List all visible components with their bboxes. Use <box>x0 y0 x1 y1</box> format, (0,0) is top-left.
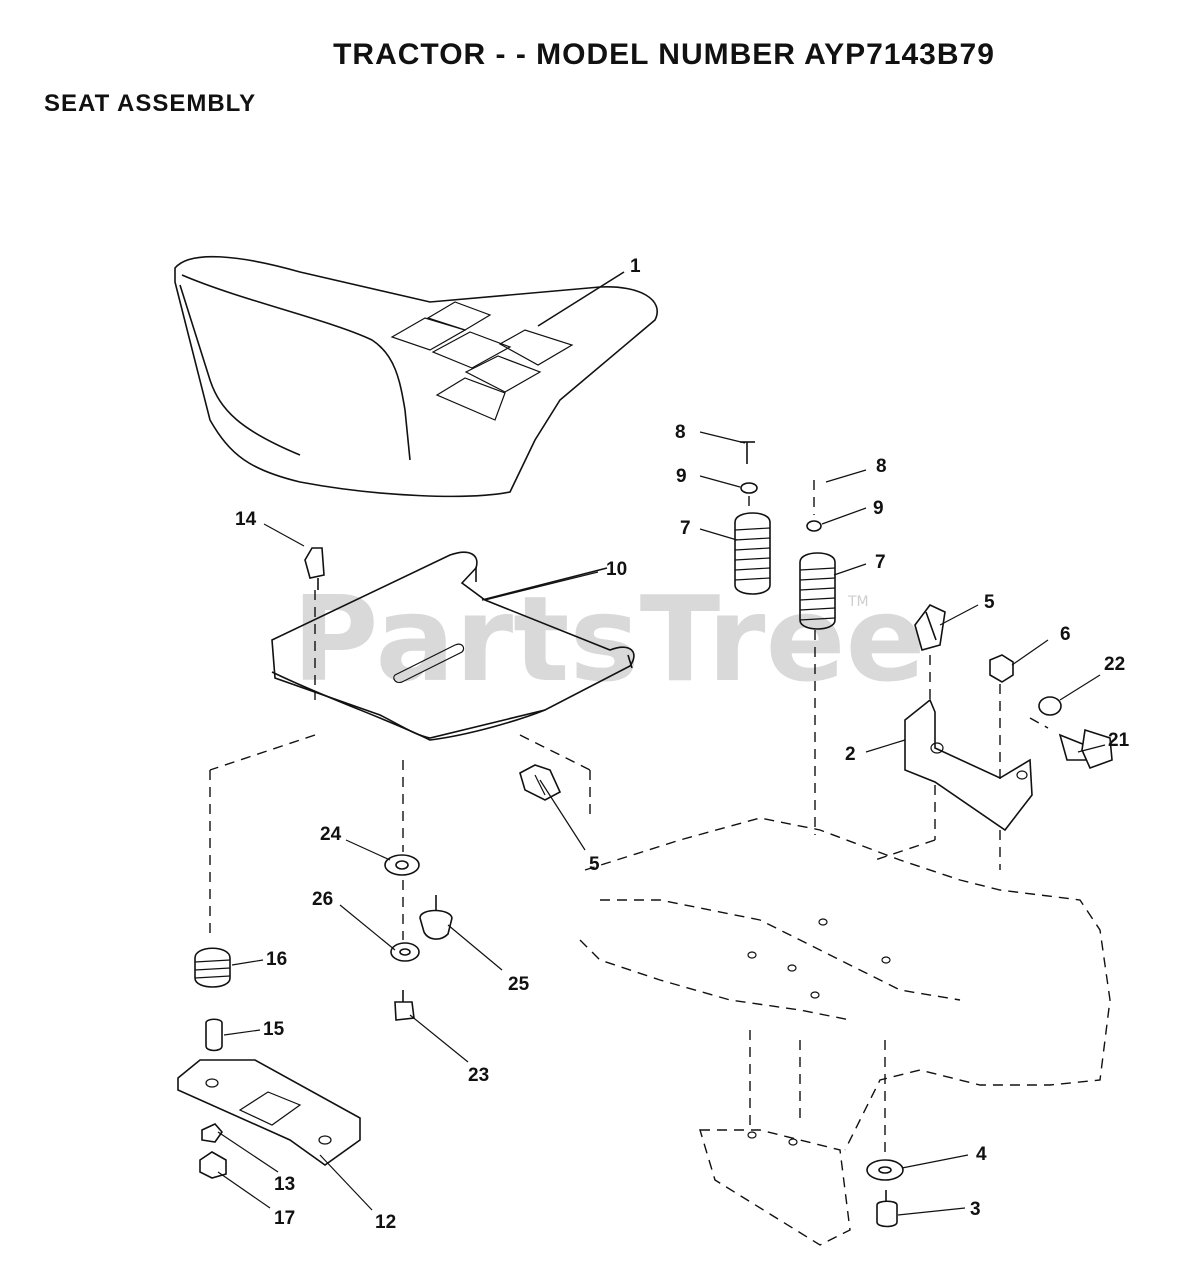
callout-labels: 1 8 8 9 9 7 7 14 10 5 5 6 22 2 21 24 26 … <box>235 256 1130 1233</box>
callout-7: 7 <box>875 552 886 573</box>
mount-bracket-part <box>904 698 1033 832</box>
leader-lines <box>217 431 1106 1216</box>
callout-3: 3 <box>970 1199 981 1220</box>
callout-24: 24 <box>320 824 342 845</box>
callout-9: 9 <box>873 498 884 519</box>
assembly-lines <box>209 480 1049 1155</box>
callout-9: 9 <box>676 466 687 487</box>
callout-15: 15 <box>263 1019 285 1040</box>
seat-part <box>174 255 658 498</box>
callout-22: 22 <box>1104 654 1125 675</box>
washer-bolt-part <box>866 1159 904 1228</box>
lower-spring-part <box>194 947 231 1052</box>
spring-part <box>734 512 836 630</box>
latch-part-lower <box>519 764 562 801</box>
callout-8: 8 <box>675 422 686 443</box>
callout-12: 12 <box>375 1212 396 1233</box>
callout-13: 13 <box>274 1174 295 1195</box>
section-title: SEAT ASSEMBLY <box>44 90 257 117</box>
bolt-part <box>740 441 822 532</box>
tractor-frame-part <box>579 817 1111 1246</box>
mounting-plate-part <box>177 1059 361 1179</box>
seat-pan-part <box>271 547 635 741</box>
callout-7: 7 <box>680 518 691 539</box>
nut-part <box>989 654 1113 770</box>
callout-16: 16 <box>266 949 287 970</box>
page-title: TRACTOR - - MODEL NUMBER AYP7143B79 <box>333 38 995 71</box>
callout-5: 5 <box>589 854 600 875</box>
callout-6: 6 <box>1060 624 1071 645</box>
callout-8: 8 <box>876 456 887 477</box>
watermark-trademark: TM <box>847 594 869 610</box>
callout-26: 26 <box>312 889 333 910</box>
callout-17: 17 <box>274 1208 295 1229</box>
callout-25: 25 <box>508 974 530 995</box>
callout-5: 5 <box>984 592 995 613</box>
callout-10: 10 <box>606 559 627 580</box>
washer-part <box>384 854 453 1021</box>
latch-part <box>914 604 946 651</box>
callout-1: 1 <box>630 256 641 277</box>
callout-14: 14 <box>235 509 257 530</box>
callout-23: 23 <box>468 1065 489 1086</box>
callout-21: 21 <box>1108 730 1130 751</box>
callout-2: 2 <box>845 744 856 765</box>
callout-4: 4 <box>976 1144 987 1165</box>
watermark-text: PartsTree <box>292 570 926 708</box>
